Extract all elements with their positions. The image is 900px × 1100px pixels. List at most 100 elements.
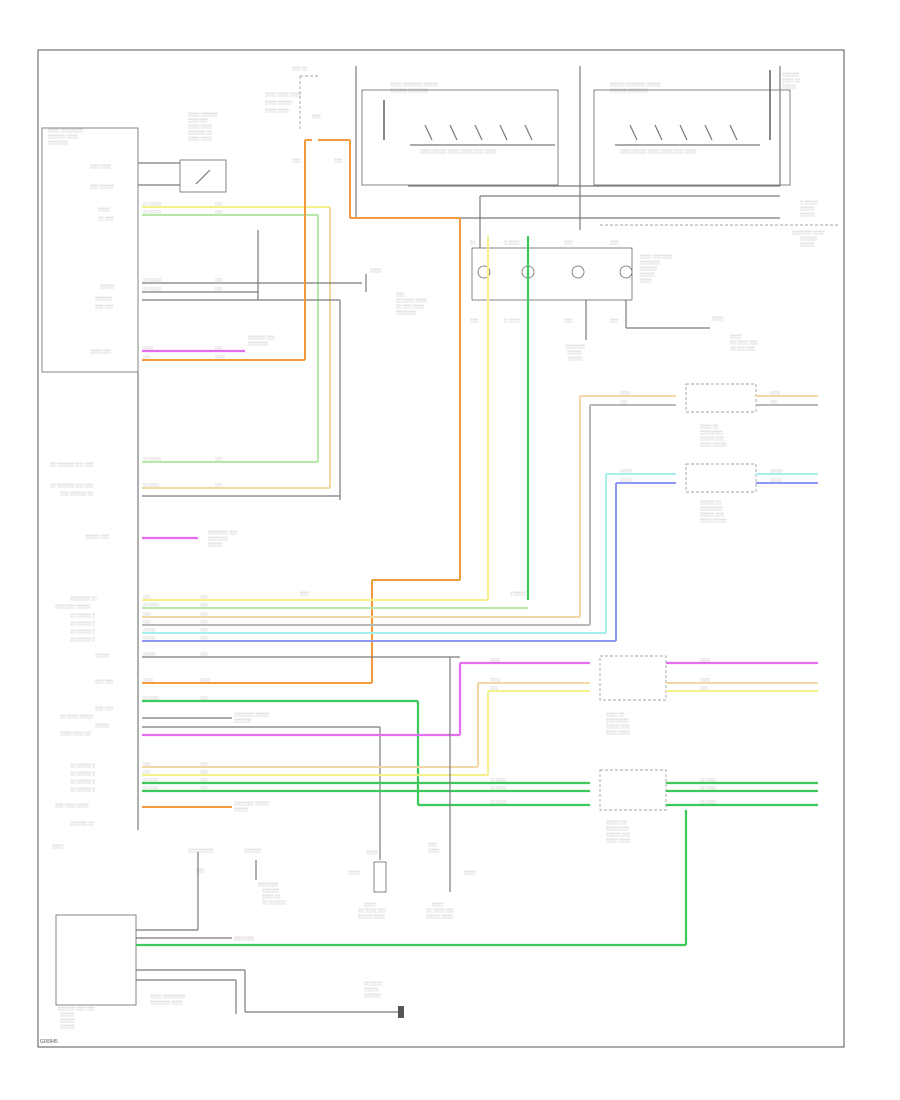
svg-text:░░░░░░░: ░░░░░░░ [48, 140, 68, 145]
svg-text:░░░░░: ░░░░░ [95, 723, 109, 728]
svg-text:░░ ░░░░: ░░ ░░░░ [143, 603, 159, 607]
svg-text:░░░░░░░: ░░░░░░░ [188, 118, 208, 123]
svg-text:░░░░: ░░░░ [364, 902, 376, 907]
svg-text:░░░: ░░░ [143, 762, 151, 766]
svg-text:░░░░░░░░░: ░░░░░░░░░ [188, 848, 214, 853]
steering-wheel-switch: ░░░░ ░░░░░░░ ░░░░░░░ ░░░░░░ ░░░░░ ░░░░ ░… [470, 240, 758, 361]
svg-text:░░░░: ░░░░ [490, 678, 500, 682]
svg-text:░░░░░: ░░░░░ [568, 356, 582, 361]
svg-text:░░░░: ░░░░ [730, 334, 742, 339]
svg-text:░░░░░░: ░░░░░░ [262, 888, 279, 893]
svg-text:░░░: ░░░ [143, 770, 151, 774]
svg-text:░░ ░░░░: ░░ ░░░░ [143, 483, 159, 487]
svg-text:░░░░ ░░: ░░░░ ░░ [782, 78, 800, 83]
switch-contact-3 [571, 265, 585, 279]
svg-text:░░░: ░░░ [312, 114, 321, 119]
wires-middle: ░░░░░░░ ░░░ ░░░░░░░ ░░░░░ ░░░ ░ ░░░░ [142, 236, 676, 684]
switch-contact-4 [619, 265, 633, 279]
speaker-rear-left-box [599, 655, 667, 701]
svg-text:░░░░░░░ ░░░░░: ░░░░░░░ ░░░░░ [234, 801, 269, 806]
svg-text:░░░░░░: ░░░░░░ [364, 993, 381, 998]
svg-text:░░░: ░░░ [215, 278, 223, 282]
svg-text:░░░░░ ░░░░: ░░░░░ ░░░░ [358, 914, 385, 919]
svg-text:░░░░░: ░░░░░ [143, 628, 156, 632]
svg-text:░░░: ░░░ [700, 686, 708, 690]
svg-text:░░░░: ░░░░ [700, 658, 710, 662]
svg-text:░░ ░░░░░░ ░░░ ░░░: ░░ ░░░░░░ ░░░ ░░░ [50, 483, 93, 488]
svg-text:░░░: ░░░ [334, 158, 343, 163]
svg-text:░░░: ░░░ [610, 318, 619, 323]
svg-text:░░ ░░░░░░ ░░░ ░░░: ░░ ░░░░░░ ░░░ ░░░ [50, 462, 93, 467]
svg-text:░░░: ░░░ [200, 595, 208, 599]
speaker-front-left: ░░░░ ░░ ░░░░░░░░ ░░░░░ ░░░ ░░░░ ░░░░░ [685, 383, 818, 447]
svg-text:░░░░░: ░░░░░ [620, 478, 633, 482]
svg-text:░░░: ░░░ [490, 686, 498, 690]
svg-text:░░░: ░░░ [770, 400, 778, 404]
svg-text:░░░ ░░░░ ░░░░: ░░░ ░░░░ ░░░░ [55, 803, 89, 808]
svg-text:░░ ░░░░: ░░ ░░░░ [700, 786, 716, 790]
svg-text:░░░░ ░░░░░: ░░░░ ░░░░░ [700, 442, 727, 447]
left-switch-assembly: ░░░░ ░░░░░░░ ░░░░░ ░░░░░░ ░░░░░░░ ░░░░ ░… [361, 82, 559, 186]
svg-text:░ ░░░░: ░ ░░░░ [504, 318, 519, 323]
svg-text:░░░: ░░░ [292, 158, 301, 163]
svg-text:░░░░░░: ░░░░░░ [95, 296, 112, 301]
speaker-rear-right-box [599, 769, 667, 811]
svg-text:░░░░░░: ░░░░░░ [782, 72, 799, 77]
svg-text:░░░░░░░░: ░░░░░░░░ [606, 826, 629, 831]
svg-text:░░ ░░░ ░░░░: ░░ ░░░ ░░░░ [396, 304, 424, 309]
svg-text:░░░: ░░░ [215, 346, 223, 350]
svg-text:░░░░░░░: ░░░░░░░ [640, 260, 660, 265]
svg-text:░░ ░░░░: ░░ ░░░░ [490, 786, 506, 790]
svg-text:░░░░: ░░░░ [428, 848, 440, 853]
svg-text:░░░░░░░: ░░░░░░░ [208, 536, 228, 541]
svg-text:░░░░░░░: ░░░░░░░ [248, 341, 268, 346]
svg-text:░░░░: ░░░░ [215, 355, 225, 359]
svg-text:░░░░ ░░░░ ░░░░: ░░░░ ░░░░ ░░░░ [265, 92, 301, 97]
svg-text:░░░: ░░░ [200, 612, 208, 616]
ground-g1: ░░░░ ░░░ ░░ ░░░░ ░░░░ ░░ ░░░ ░░░░ ░░░░░░… [365, 268, 427, 315]
svg-text:░░░░░: ░░░░░ [770, 478, 783, 482]
svg-text:░░░░ ░░: ░░░░ ░░ [606, 712, 624, 717]
grounds-bottom: ░░░░ ░░░░ ░░░░ ░░ ░░░░ ░░░ ░░░░░ ░░░░ ░░… [348, 842, 476, 919]
svg-text:░░░░: ░░░░ [143, 346, 153, 350]
svg-text:░░: ░░ [470, 240, 476, 245]
svg-text:░░░░: ░░░░ [770, 391, 780, 395]
svg-text:░░░: ░░░ [200, 652, 208, 656]
svg-text:░░ ░░░ ░░░: ░░ ░░░ ░░░ [730, 346, 755, 351]
svg-text:░░░: ░░░ [200, 636, 208, 640]
svg-text:░░ ░░░░: ░░ ░░░░ [490, 778, 506, 782]
svg-text:░░ ░░░░ ░░░░░: ░░ ░░░░ ░░░░░ [60, 714, 94, 719]
svg-text:░░░░: ░░░░ [700, 678, 710, 682]
svg-text:░░░░ ░░░░░░░ ░░░░░: ░░░░ ░░░░░░░ ░░░░░ [390, 82, 438, 87]
svg-text:░░ ░░░░░ ░: ░░ ░░░░░ ░ [70, 637, 95, 642]
svg-text:░░░░░ ░░░: ░░░░░ ░░░ [700, 436, 724, 441]
svg-text:░░░░: ░░░░ [98, 207, 110, 212]
svg-text:░░ ░░░░░: ░░ ░░░░░ [143, 287, 162, 291]
svg-text:░░░░ ░░░░: ░░░░ ░░░░ [606, 730, 630, 735]
svg-text:░░░: ░░░ [470, 318, 479, 323]
svg-text:░░░░ ░░░░░: ░░░░ ░░░░░ [265, 100, 292, 105]
svg-text:░░░: ░░░ [143, 595, 151, 599]
svg-text:░░░░ ░░░░: ░░░░ ░░░░ [188, 136, 212, 141]
steering-switch-box [471, 247, 633, 301]
svg-text:░ ░░░░: ░ ░░░░ [504, 240, 519, 245]
svg-text:░░░░ ░░░░░: ░░░░ ░░░░░ [700, 518, 727, 523]
svg-text:░░░░░ ░░░░░░░ ░░░░░: ░░░░░ ░░░░░░░ ░░░░░ [610, 82, 661, 87]
svg-text:░░░░ ░░░░ ░░: ░░░░ ░░░░ ░░ [60, 731, 91, 736]
svg-text:░░░░░ ░░: ░░░░░ ░░ [606, 820, 627, 825]
svg-text:░░░ ░░░: ░░░ ░░░ [95, 706, 113, 711]
svg-text:░░░: ░░░ [620, 400, 628, 404]
svg-text:░░░░░░ ░░░░░░░: ░░░░░░ ░░░░░░░ [390, 88, 428, 93]
svg-text:░░░░░░ ░░░ ░░░: ░░░░░░ ░░░ ░░░ [58, 1006, 94, 1011]
svg-text:░░ ░░░░: ░░ ░░░░ [143, 786, 159, 790]
ground-g3 [398, 1006, 404, 1018]
svg-text:░░░░ ░░░░: ░░░░ ░░░░ [606, 838, 630, 843]
svg-text:░░░: ░░░ [200, 762, 208, 766]
svg-text:░░░░░: ░░░░░ [620, 469, 633, 473]
svg-text:░░ ░░░░: ░░ ░░░░ [490, 800, 506, 804]
svg-text:░░░░░░: ░░░░░░ [800, 236, 817, 241]
speaker-front-right: ░░░░░ ░░ ░░░░░░░░ ░░░░░ ░░░ ░░░░ ░░░░░ [685, 463, 818, 523]
svg-text:░░░░░ ░░░░: ░░░░░ ░░░░ [426, 914, 453, 919]
